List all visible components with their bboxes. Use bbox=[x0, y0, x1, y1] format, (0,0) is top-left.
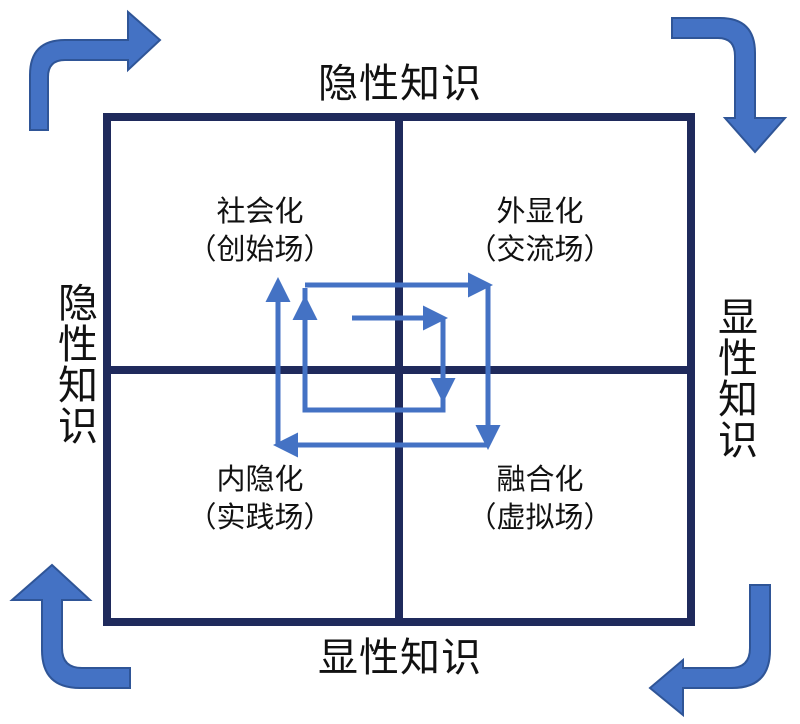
curved-arrow-bottom-right-icon bbox=[648, 584, 771, 718]
spiral-inner-turn bbox=[302, 288, 446, 413]
quadrant-title: 社会化 bbox=[216, 194, 304, 228]
quadrant-title: 内隐化 bbox=[216, 462, 304, 496]
top-axis-label: 隐性知识 bbox=[318, 61, 482, 107]
left-axis-label: 隐性知识 bbox=[51, 282, 97, 446]
quadrant-subtitle: （虚拟场） bbox=[467, 500, 613, 534]
curved-arrow-top-right-icon bbox=[671, 17, 788, 154]
quadrant-internalization: 内隐化 （实践场） bbox=[140, 460, 380, 536]
quadrant-subtitle: （交流场） bbox=[467, 232, 613, 266]
quadrant-externalization: 外显化 （交流场） bbox=[420, 192, 660, 268]
quadrant-combination: 融合化 （虚拟场） bbox=[420, 460, 660, 536]
quadrant-title: 融合化 bbox=[496, 462, 584, 496]
quadrant-subtitle: （创始场） bbox=[187, 232, 333, 266]
quadrant-socialization: 社会化 （创始场） bbox=[140, 192, 380, 268]
curved-arrow-top-left-icon bbox=[29, 9, 162, 131]
curved-arrow-bottom-left-icon bbox=[9, 563, 131, 689]
quadrant-subtitle: （实践场） bbox=[187, 500, 333, 534]
right-axis-label: 显性知识 bbox=[711, 296, 757, 460]
quadrant-title: 外显化 bbox=[496, 194, 584, 228]
spiral-arrow-icon bbox=[265, 272, 501, 458]
bottom-axis-label: 显性知识 bbox=[318, 635, 482, 681]
